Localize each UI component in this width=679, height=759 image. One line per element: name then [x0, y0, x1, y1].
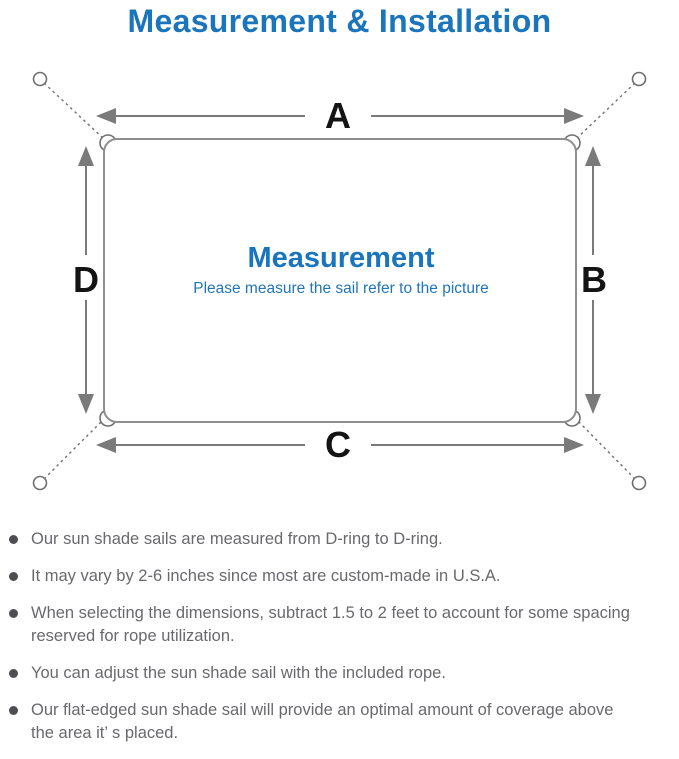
bullet-icon — [9, 535, 18, 544]
page-title: Measurement & Installation — [127, 3, 552, 39]
note-text: reserved for rope utilization. — [31, 627, 235, 645]
measurement-diagram: A B C D Measurement Please measure the s… — [32, 71, 647, 491]
list-item: It may vary by 2-6 inches since most are… — [0, 565, 679, 588]
list-item: Our sun shade sails are measured from D-… — [0, 528, 679, 551]
diagram-center-title: Measurement — [248, 242, 435, 274]
dimension-arrows — [78, 108, 601, 453]
note-text: You can adjust the sun shade sail with t… — [31, 664, 446, 682]
note-text: When selecting the dimensions, subtract … — [31, 604, 630, 622]
diagram-center-subtitle: Please measure the sail refer to the pic… — [193, 280, 489, 297]
bullet-icon — [9, 609, 18, 618]
bullet-icon — [9, 572, 18, 581]
list-item: When selecting the dimensions, subtract … — [0, 602, 679, 648]
anchor-point-bottom-left-icon — [32, 475, 48, 491]
dimension-label-a: A — [325, 95, 351, 136]
list-item: Our flat-edged sun shade sail will provi… — [0, 699, 679, 745]
anchor-point-bottom-right-icon — [631, 475, 647, 491]
anchor-point-top-left-icon — [32, 71, 48, 87]
bullet-icon — [9, 706, 18, 715]
notes-list: Our sun shade sails are measured from D-… — [0, 528, 679, 759]
note-text: the area it’ s placed. — [31, 724, 179, 742]
dimension-label-c: C — [325, 424, 351, 465]
sun-shade-sail-outline — [103, 138, 577, 423]
list-item: You can adjust the sun shade sail with t… — [0, 662, 679, 685]
note-text: It may vary by 2-6 inches since most are… — [31, 567, 501, 585]
dimension-label-b: B — [581, 259, 607, 300]
page: Measurement & Installation — [9, 3, 647, 742]
anchor-rope-lines — [43, 82, 636, 480]
note-text: Our flat-edged sun shade sail will provi… — [31, 701, 614, 719]
anchor-point-top-right-icon — [631, 71, 647, 87]
dimension-label-d: D — [73, 259, 99, 300]
note-text: Our sun shade sails are measured from D-… — [31, 530, 443, 548]
bullet-icon — [9, 669, 18, 678]
